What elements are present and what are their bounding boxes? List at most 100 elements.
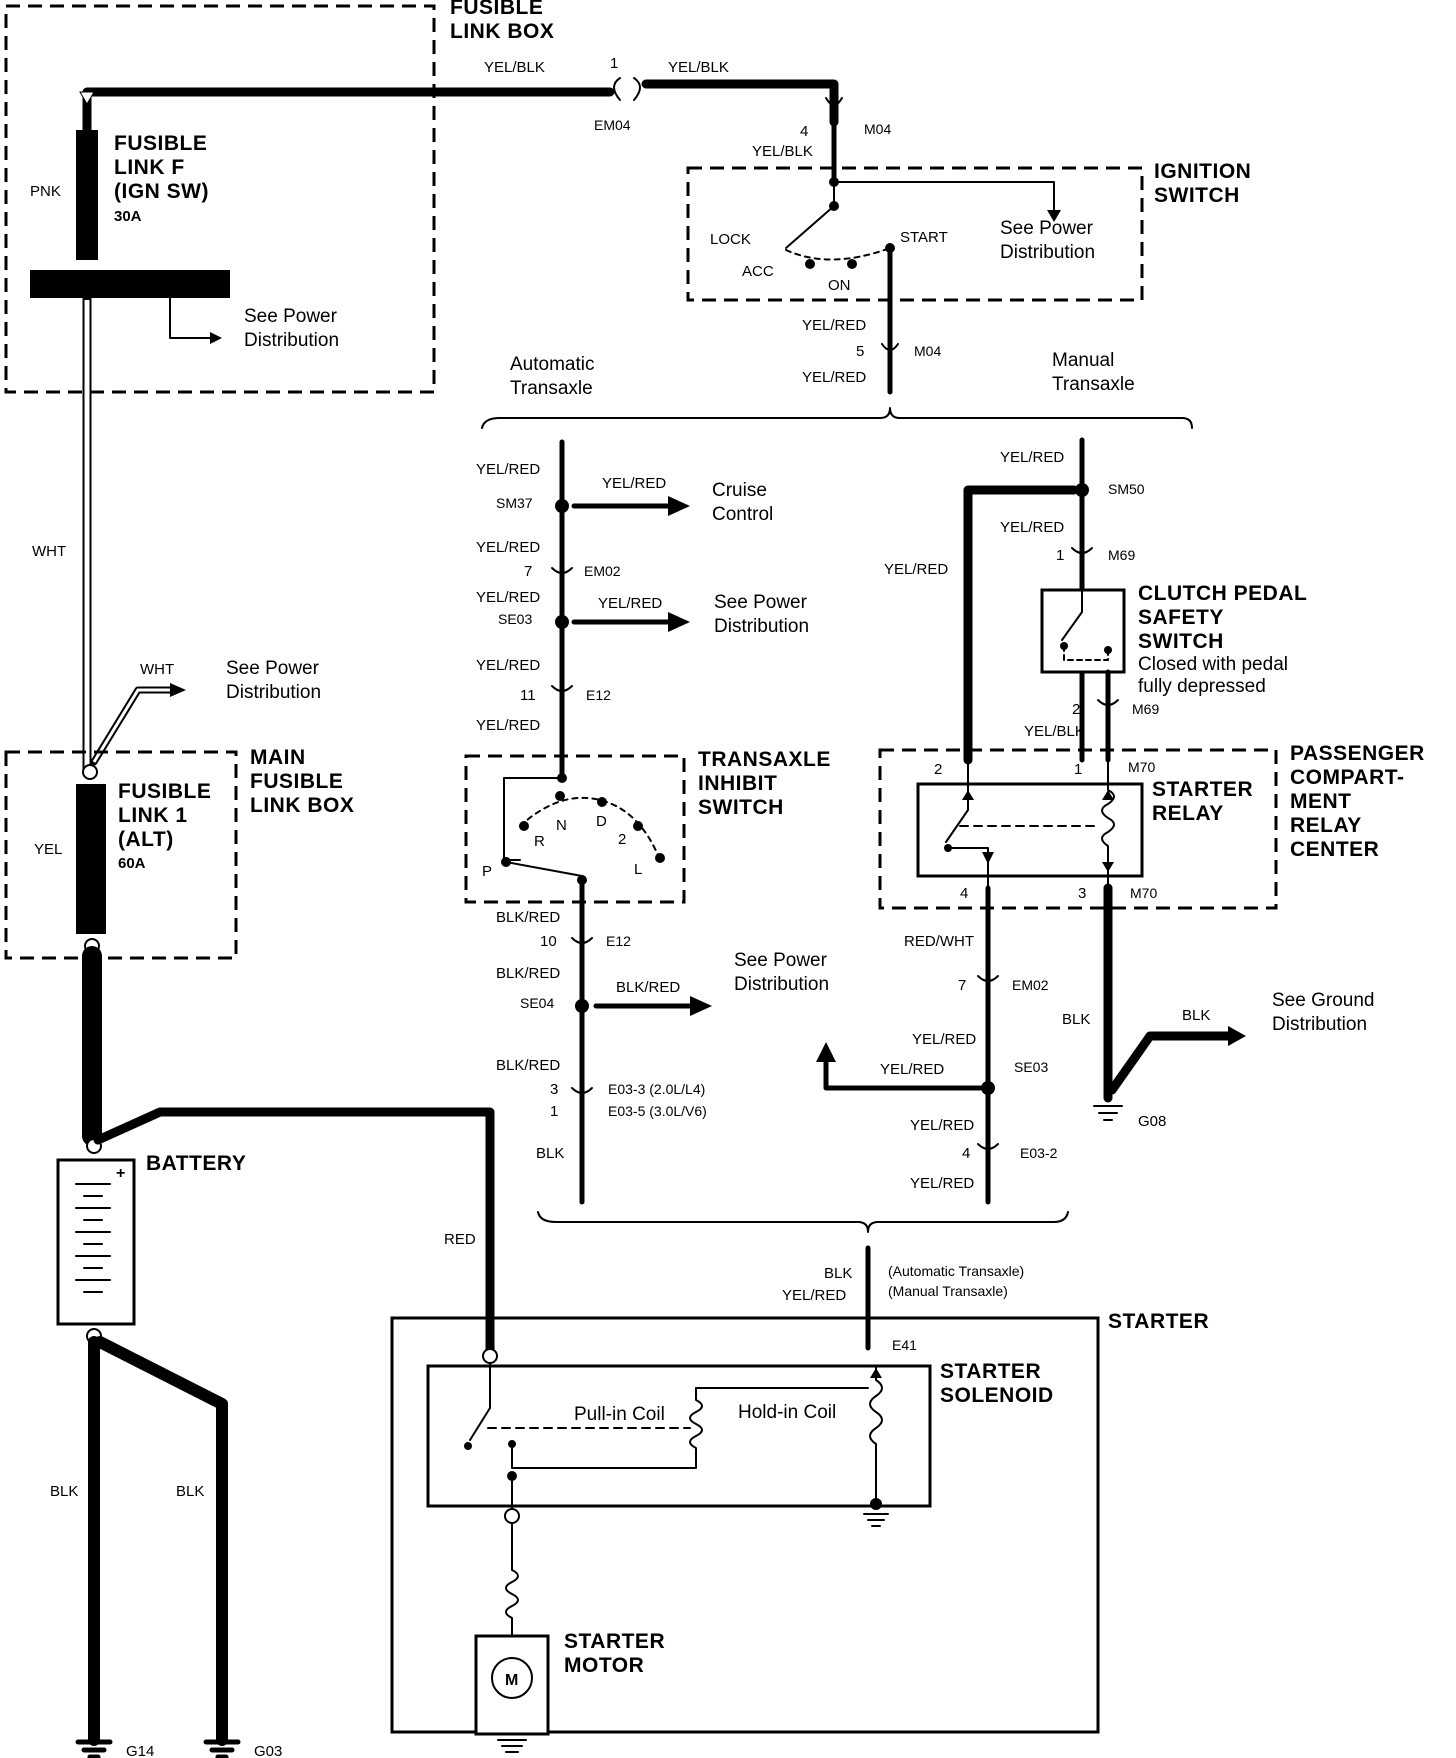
manual-bypass-wire xyxy=(963,485,1079,765)
ground-label-g14: G14 xyxy=(126,1743,154,1758)
starter-feed: BLK YEL/RED (Automatic Transaxle) (Manua… xyxy=(537,1211,1069,1353)
ground-label-g08: G08 xyxy=(1138,1113,1166,1130)
pull-in-coil xyxy=(511,1387,703,1469)
battery-label: BATTERY xyxy=(146,1152,246,1175)
see-power-dist-1a: See Power xyxy=(244,306,338,327)
ign-switch-arc xyxy=(785,247,891,261)
main-fusible-link-box-outline xyxy=(4,750,238,960)
connector-e12-bottom: E12 xyxy=(606,933,631,949)
relay-output-arrow xyxy=(982,852,994,864)
relay-coil-arrow-bottom xyxy=(1102,862,1114,872)
pin-1-m69: 1 xyxy=(1056,547,1064,564)
connector-sm50: SM50 xyxy=(1108,481,1145,497)
fusible-link-box: FUSIBLE LINK BOX FUSIBLE LINK F (IGN SW)… xyxy=(4,0,554,394)
wire-yel-blk-a: YEL/BLK xyxy=(484,59,545,76)
battery: + BATTERY xyxy=(56,1138,246,1344)
branch-note-manual: (Manual Transaxle) xyxy=(888,1283,1008,1299)
ign-on-contact xyxy=(847,259,857,269)
clutch-switch-link xyxy=(1063,645,1109,661)
fusible-link-1-rating: 60A xyxy=(118,855,146,872)
fusible-link-1-element xyxy=(76,784,106,934)
connector-e12-top: E12 xyxy=(586,687,611,703)
battery-case xyxy=(56,1158,136,1326)
solenoid-title-2: SOLENOID xyxy=(940,1384,1054,1407)
see-power-dist-2b: Distribution xyxy=(226,682,321,703)
red-cable-line xyxy=(93,1107,495,1357)
wire-yel-red-m1: YEL/RED xyxy=(1000,449,1064,466)
wire-yel-red-m3: YEL/RED xyxy=(912,1031,976,1048)
see-power-dist-1b: Distribution xyxy=(244,330,339,351)
motor-armature-circle xyxy=(491,1657,533,1699)
wire-color-blk-g14: BLK xyxy=(50,1483,78,1500)
m69-bottom-connector xyxy=(1097,699,1119,706)
clutch-note-1: Closed with pedal xyxy=(1138,654,1288,675)
em02-manual-connector xyxy=(977,975,999,982)
wire-blk-red-se04: BLK/RED xyxy=(616,979,680,996)
main-fusible-link-box-title-1: MAIN xyxy=(250,746,306,769)
gear-2: 2 xyxy=(618,831,626,848)
connector-se03-auto: SE03 xyxy=(498,611,532,627)
inhibit-n-contact xyxy=(555,791,565,801)
relay-center-title-1: PASSENGER xyxy=(1290,742,1425,765)
inhibit-input-wire xyxy=(503,777,563,861)
see-power-dist-2a: See Power xyxy=(226,658,320,679)
inhibit-blade xyxy=(505,861,583,877)
fusible-link-f-element xyxy=(76,130,98,260)
ign-power-dist-arrowhead xyxy=(1047,210,1061,222)
connector-sm37: SM37 xyxy=(496,495,533,511)
connector-m69-bottom: M69 xyxy=(1132,701,1159,717)
pull-in-coil-label: Pull-in Coil xyxy=(574,1404,665,1425)
see-power-dist-5b: Distribution xyxy=(734,974,829,995)
power-dist-arrowhead-1 xyxy=(210,332,222,344)
battery-plus-sign: + xyxy=(116,1165,125,1182)
field-coil xyxy=(505,1523,519,1635)
relay-coil xyxy=(1101,759,1115,889)
ign-acc-contact xyxy=(805,259,815,269)
ign-pos-on: ON xyxy=(828,277,851,294)
wire-yel-red-a1: YEL/RED xyxy=(476,461,540,478)
connector-se04: SE04 xyxy=(520,995,554,1011)
splice-se04 xyxy=(575,999,589,1013)
wire-yel-red-se03-m: YEL/RED xyxy=(880,1061,944,1078)
ground-cable-g03 xyxy=(94,1336,228,1746)
se03-power-arrowhead xyxy=(668,612,690,632)
wire-yel-red-a3: YEL/RED xyxy=(476,589,540,606)
inhibit-switch-outline xyxy=(464,754,686,904)
wire-color-wht-2: WHT xyxy=(140,661,174,678)
se03-manual-branch xyxy=(823,1057,983,1091)
manual-path-lower: RED/WHT 7 EM02 YEL/RED SE03 YEL/RED YEL/… xyxy=(816,883,1374,1205)
bottom-branch-brace xyxy=(537,1211,1069,1233)
ign-power-dist-line xyxy=(833,181,1055,211)
pin-2-m69: 2 xyxy=(1072,701,1080,718)
connector-m04-top: M04 xyxy=(864,121,891,137)
starter-relay-title-1: STARTER xyxy=(1152,778,1253,801)
solenoid-contact-blade xyxy=(469,1363,491,1441)
see-power-dist-3b: Distribution xyxy=(1000,242,1095,263)
pin-1-em04: 1 xyxy=(610,55,618,72)
wire-color-yel: YEL xyxy=(34,841,62,858)
clutch-switch-title-3: SWITCH xyxy=(1138,630,1224,653)
cruise-control-arrowhead xyxy=(668,496,690,516)
main-fusible-link-box-title-3: LINK BOX xyxy=(250,794,354,817)
ign-pos-acc: ACC xyxy=(742,263,774,280)
em04-connector-left xyxy=(613,77,621,101)
relay-center-title-2: COMPART- xyxy=(1290,766,1404,789)
wire-color-blk-g03: BLK xyxy=(176,1483,204,1500)
fusible-link-f-label-2: LINK F xyxy=(114,156,185,179)
ign-pos-lock: LOCK xyxy=(710,231,751,248)
pin-2-m70: 2 xyxy=(934,761,942,778)
pin-1-m70: 1 xyxy=(1074,761,1082,778)
em02-auto-connector xyxy=(551,567,573,574)
wire-yel-red-ign-1: YEL/RED xyxy=(802,317,866,334)
connector-em02-auto: EM02 xyxy=(584,563,621,579)
cruise-control-2: Control xyxy=(712,504,773,525)
wire-yel-red-m2: YEL/RED xyxy=(1000,519,1064,536)
fusible-link-f-label-3: (IGN SW) xyxy=(114,180,209,203)
wire-yel-red-a4: YEL/RED xyxy=(476,657,540,674)
splice-sm37 xyxy=(555,499,569,513)
battery-ground-cables: BLK BLK G14 G03 xyxy=(50,1336,282,1758)
clutch-switch-blade xyxy=(1061,589,1083,641)
cruise-control-1: Cruise xyxy=(712,480,767,501)
solenoid-contact-a xyxy=(464,1442,472,1450)
